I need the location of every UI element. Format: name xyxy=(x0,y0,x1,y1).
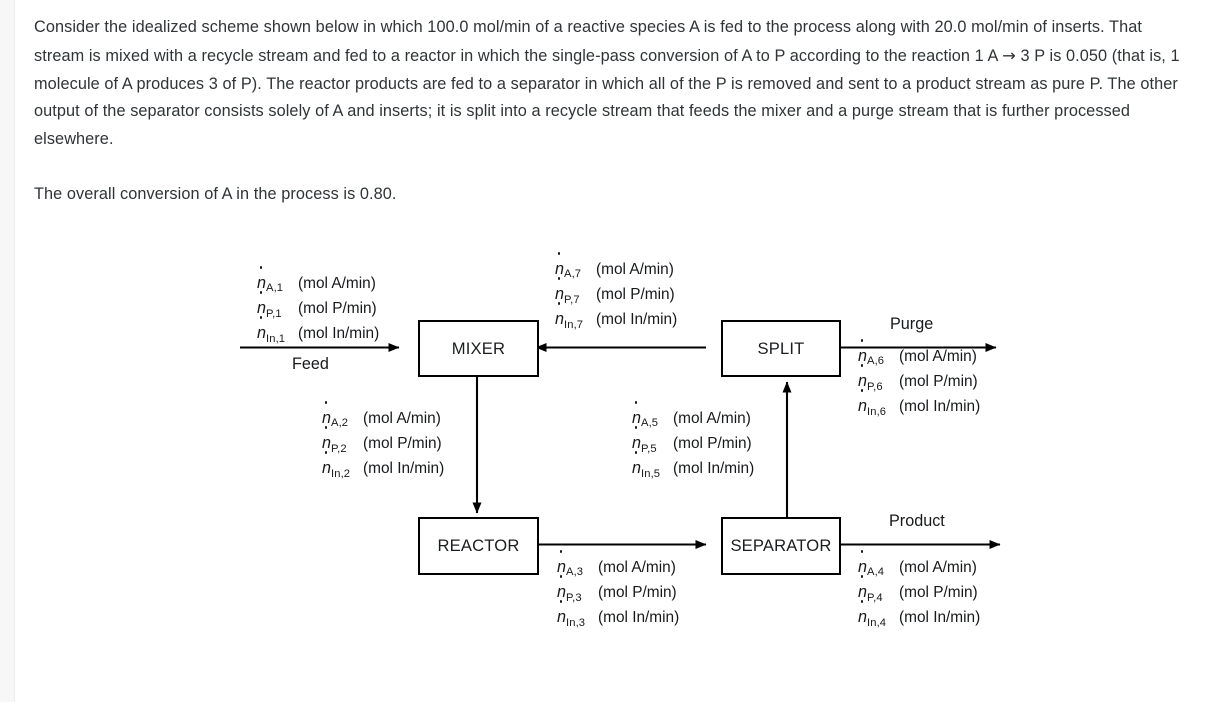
stream-6-units-a: (mol A/min) xyxy=(899,348,977,365)
unit-box-split[interactable]: SPLIT xyxy=(721,320,841,377)
stream-7-units-p: (mol P/min) xyxy=(596,286,675,304)
stream-4-units-a: (mol A/min) xyxy=(899,559,977,576)
stream-3-row-p: nP,3 (mol P/min) xyxy=(557,574,679,606)
stream-6-row-p: nP,6 (mol P/min) xyxy=(858,363,980,395)
ndot-symbol: nA,6 xyxy=(858,338,899,370)
stream-6-row-in: nIn,6 (mol In/min) xyxy=(858,389,981,420)
process-flow-diagram: MIXER SPLIT REACTOR SEPARATOR Feed Purge… xyxy=(15,0,1226,702)
ndot-symbol: nP,5 xyxy=(632,425,673,457)
stream-7-row-a: nA,7 (mol A/min) xyxy=(555,251,677,283)
stream-1-row-in: nIn,1 (mol In/min) xyxy=(257,316,380,347)
unit-label-mixer: MIXER xyxy=(451,338,506,358)
ndot-symbol: nA,4 xyxy=(858,549,899,581)
flow-name-product: Product xyxy=(889,512,945,530)
stream-3-row-a: nA,3 (mol A/min) xyxy=(557,549,679,581)
ndot-symbol: nP,6 xyxy=(858,363,899,395)
stream-2-units-p: (mol P/min) xyxy=(363,435,442,453)
stream-2-row-in: nIn,2 (mol In/min) xyxy=(322,451,445,482)
stream-1-units-a: (mol A/min) xyxy=(298,275,376,292)
stream-1-row-a: nA,1 (mol A/min) xyxy=(257,265,379,297)
unit-label-reactor: REACTOR xyxy=(437,536,520,555)
ndot-symbol: nP,4 xyxy=(858,574,899,606)
stream-5-row-p: nP,5 (mol P/min) xyxy=(632,425,754,457)
unit-box-reactor[interactable]: REACTOR xyxy=(418,517,539,575)
stream-5-row-a: nA,5 (mol A/min) xyxy=(632,400,754,432)
stream-4-labels: nA,4 (mol A/min) nP,4 (mol P/min) nIn,4 … xyxy=(858,549,981,632)
unit-label-separator: SEPARATOR xyxy=(730,536,832,555)
ndot-symbol: nA,1 xyxy=(257,265,298,297)
stream-6-row-a: nA,6 (mol A/min) xyxy=(858,338,980,370)
statement-paragraph-1: Consider the idealized scheme shown belo… xyxy=(34,14,1194,154)
stream-6-units-in: (mol In/min) xyxy=(899,398,981,416)
stream-4-units-in: (mol In/min) xyxy=(899,609,981,627)
flow-name-purge: Purge xyxy=(890,315,934,333)
ndot-symbol: nIn,1 xyxy=(257,316,298,347)
ndot-symbol: nA,5 xyxy=(632,400,673,432)
stream-3-units-p: (mol P/min) xyxy=(598,584,677,602)
ndot-symbol: nA,3 xyxy=(557,549,598,581)
stream-4-row-in: nIn,4 (mol In/min) xyxy=(858,600,981,631)
statement-paragraph-2: The overall conversion of A in the proce… xyxy=(34,185,397,204)
stream-4-row-a: nA,4 (mol A/min) xyxy=(858,549,980,581)
ndot-symbol: nA,7 xyxy=(555,251,596,283)
stream-2-units-in: (mol In/min) xyxy=(363,460,445,478)
stream-3-labels: nA,3 (mol A/min) nP,3 (mol P/min) nIn,3 … xyxy=(557,549,680,632)
stream-4-units-p: (mol P/min) xyxy=(899,584,978,602)
diagram-connector-lines xyxy=(240,343,1001,549)
stream-4-row-p: nP,4 (mol P/min) xyxy=(858,574,980,606)
stream-1-row-p: nP,1 (mol P/min) xyxy=(257,290,379,322)
stream-7-units-in: (mol In/min) xyxy=(596,311,678,329)
ndot-symbol: nA,2 xyxy=(322,400,363,432)
statement-text-part-1: Consider the idealized scheme shown belo… xyxy=(34,18,1142,65)
ndot-symbol: nIn,2 xyxy=(322,451,363,482)
ndot-symbol: nIn,4 xyxy=(858,600,899,631)
stream-1-units-in: (mol In/min) xyxy=(298,325,380,343)
stream-2-row-a: nA,2 (mol A/min) xyxy=(322,400,444,432)
stream-7-row-in: nIn,7 (mol In/min) xyxy=(555,302,678,333)
stream-5-units-a: (mol A/min) xyxy=(673,410,751,427)
stream-7-units-a: (mol A/min) xyxy=(596,261,674,278)
stream-5-units-p: (mol P/min) xyxy=(673,435,752,453)
stream-6-units-p: (mol P/min) xyxy=(899,373,978,391)
stream-2-row-p: nP,2 (mol P/min) xyxy=(322,425,444,457)
stream-5-units-in: (mol In/min) xyxy=(673,460,755,478)
unit-box-separator[interactable]: SEPARATOR xyxy=(721,517,841,575)
left-gutter-strip xyxy=(0,0,15,702)
stream-5-labels: nA,5 (mol A/min) nP,5 (mol P/min) nIn,5 … xyxy=(632,400,755,483)
ndot-symbol: nP,7 xyxy=(555,276,596,308)
stream-6-labels: nA,6 (mol A/min) nP,6 (mol P/min) nIn,6 … xyxy=(858,338,981,421)
stream-2-units-a: (mol A/min) xyxy=(363,410,441,427)
unit-label-split: SPLIT xyxy=(757,338,805,358)
content-area: Consider the idealized scheme shown belo… xyxy=(15,0,1226,702)
ndot-symbol: nP,3 xyxy=(557,574,598,606)
stream-1-units-p: (mol P/min) xyxy=(298,300,377,318)
stream-3-row-in: nIn,3 (mol In/min) xyxy=(557,600,680,631)
ndot-symbol: nP,1 xyxy=(257,290,298,322)
stream-3-units-a: (mol A/min) xyxy=(598,559,676,576)
stream-1-labels: nA,1 (mol A/min) nP,1 (mol P/min) nIn,1 … xyxy=(257,265,380,348)
unit-box-mixer[interactable]: MIXER xyxy=(418,320,539,377)
ndot-symbol: nIn,5 xyxy=(632,451,673,482)
reaction-arrow-glyph: → xyxy=(1002,45,1016,65)
ndot-symbol: nIn,7 xyxy=(555,302,596,333)
ndot-symbol: nIn,6 xyxy=(858,389,899,420)
flow-name-feed: Feed xyxy=(292,355,329,373)
problem-statement: Consider the idealized scheme shown belo… xyxy=(34,14,1194,209)
stream-3-units-in: (mol In/min) xyxy=(598,609,680,627)
ndot-symbol: nP,2 xyxy=(322,425,363,457)
statement-text-part-2: 3 P is 0.050 (that is, 1 molecule of A p… xyxy=(34,46,1180,149)
stream-2-labels: nA,2 (mol A/min) nP,2 (mol P/min) nIn,2 … xyxy=(322,400,445,483)
stream-5-row-in: nIn,5 (mol In/min) xyxy=(632,451,755,482)
stream-7-row-p: nP,7 (mol P/min) xyxy=(555,276,677,308)
stream-7-labels: nA,7 (mol A/min) nP,7 (mol P/min) nIn,7 … xyxy=(555,251,678,334)
ndot-symbol: nIn,3 xyxy=(557,600,598,631)
